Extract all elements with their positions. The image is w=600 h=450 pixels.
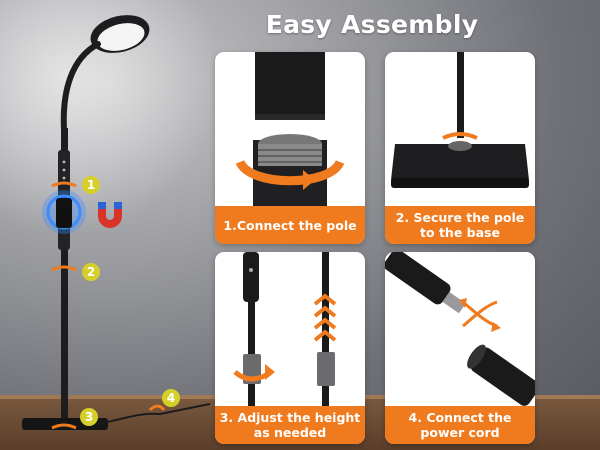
step-caption-2: 2. Secure the pole to the base [385, 206, 535, 244]
step-badge-3: 3 [80, 408, 98, 426]
height-adjust-illustration [233, 252, 337, 406]
step-panel-2: 2. Secure the pole to the base [385, 52, 535, 244]
chevron-up-icon [313, 293, 337, 342]
step-caption-1: 1.Connect the pole [215, 206, 365, 244]
step-badge-1: 1 [82, 176, 100, 194]
step-panel-4: 4. Connect the power cord [385, 252, 535, 444]
step-panel-1: 1.Connect the pole [215, 52, 365, 244]
step-caption-4: 4. Connect the power cord [385, 406, 535, 444]
floor-lamp-icon [22, 15, 210, 430]
base-illustration [391, 52, 529, 188]
page-title: Easy Assembly [265, 10, 479, 39]
rotate-arrow-icon [442, 132, 478, 140]
pole-thread-illustration [235, 52, 345, 206]
rotate-arrow-icon [235, 159, 345, 186]
swap-arrows-icon [462, 300, 498, 328]
power-cord-illustration [385, 252, 535, 406]
step-badge-2: 2 [82, 263, 100, 281]
step-badge-4: 4 [162, 389, 180, 407]
step-caption-3: 3. Adjust the height as needed [215, 406, 365, 444]
magnet-icon [98, 202, 122, 228]
step-panel-3: 3. Adjust the height as needed [215, 252, 365, 444]
